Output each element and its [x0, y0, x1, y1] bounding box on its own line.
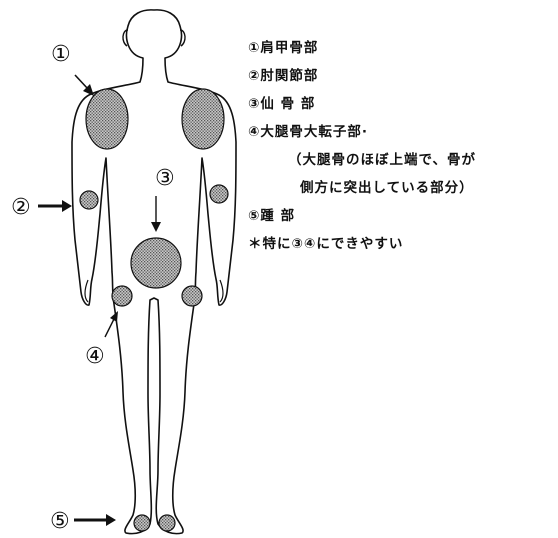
- sacrum-area: [131, 238, 181, 288]
- legend-note: ＊特に③④にできやすい: [248, 230, 554, 258]
- heel-area-right: [159, 515, 175, 531]
- arrow-5: [74, 514, 116, 526]
- thumb-right: [220, 280, 223, 302]
- scapula-area-right: [182, 89, 224, 149]
- legend: ①肩甲骨部 ②肘関節部 ③仙 骨 部 ④大腿骨大転子部· （大腿骨のほぼ上端で、…: [248, 34, 554, 258]
- arrow-1: [75, 75, 94, 96]
- elbow-area-right: [210, 185, 228, 203]
- legend-heel: ⑤踵 部: [248, 202, 554, 230]
- arrow-2: [38, 200, 72, 212]
- marker-3: ③: [155, 166, 175, 191]
- trochanter-area-right: [182, 286, 202, 306]
- legend-scapula: ①肩甲骨部: [248, 34, 554, 62]
- marker-5: ⑤: [50, 509, 70, 534]
- trochanter-area-left: [112, 286, 132, 306]
- marker-2: ②: [11, 195, 31, 220]
- marker-4: ④: [85, 344, 105, 369]
- heel-area-left: [134, 515, 150, 531]
- elbow-area-left: [80, 191, 98, 209]
- legend-trochanter-note-2: 側方に突出している部分）: [248, 174, 554, 202]
- marker-1: ①: [51, 42, 71, 67]
- legend-sacrum: ③仙 骨 部: [248, 90, 554, 118]
- thumb-left: [85, 280, 88, 302]
- legend-trochanter: ④大腿骨大転子部·: [248, 118, 554, 146]
- scapula-area-left: [86, 89, 128, 149]
- arrow-3: [151, 196, 161, 232]
- legend-trochanter-note-1: （大腿骨のほぼ上端で、骨が: [248, 146, 554, 174]
- legend-elbow: ②肘関節部: [248, 62, 554, 90]
